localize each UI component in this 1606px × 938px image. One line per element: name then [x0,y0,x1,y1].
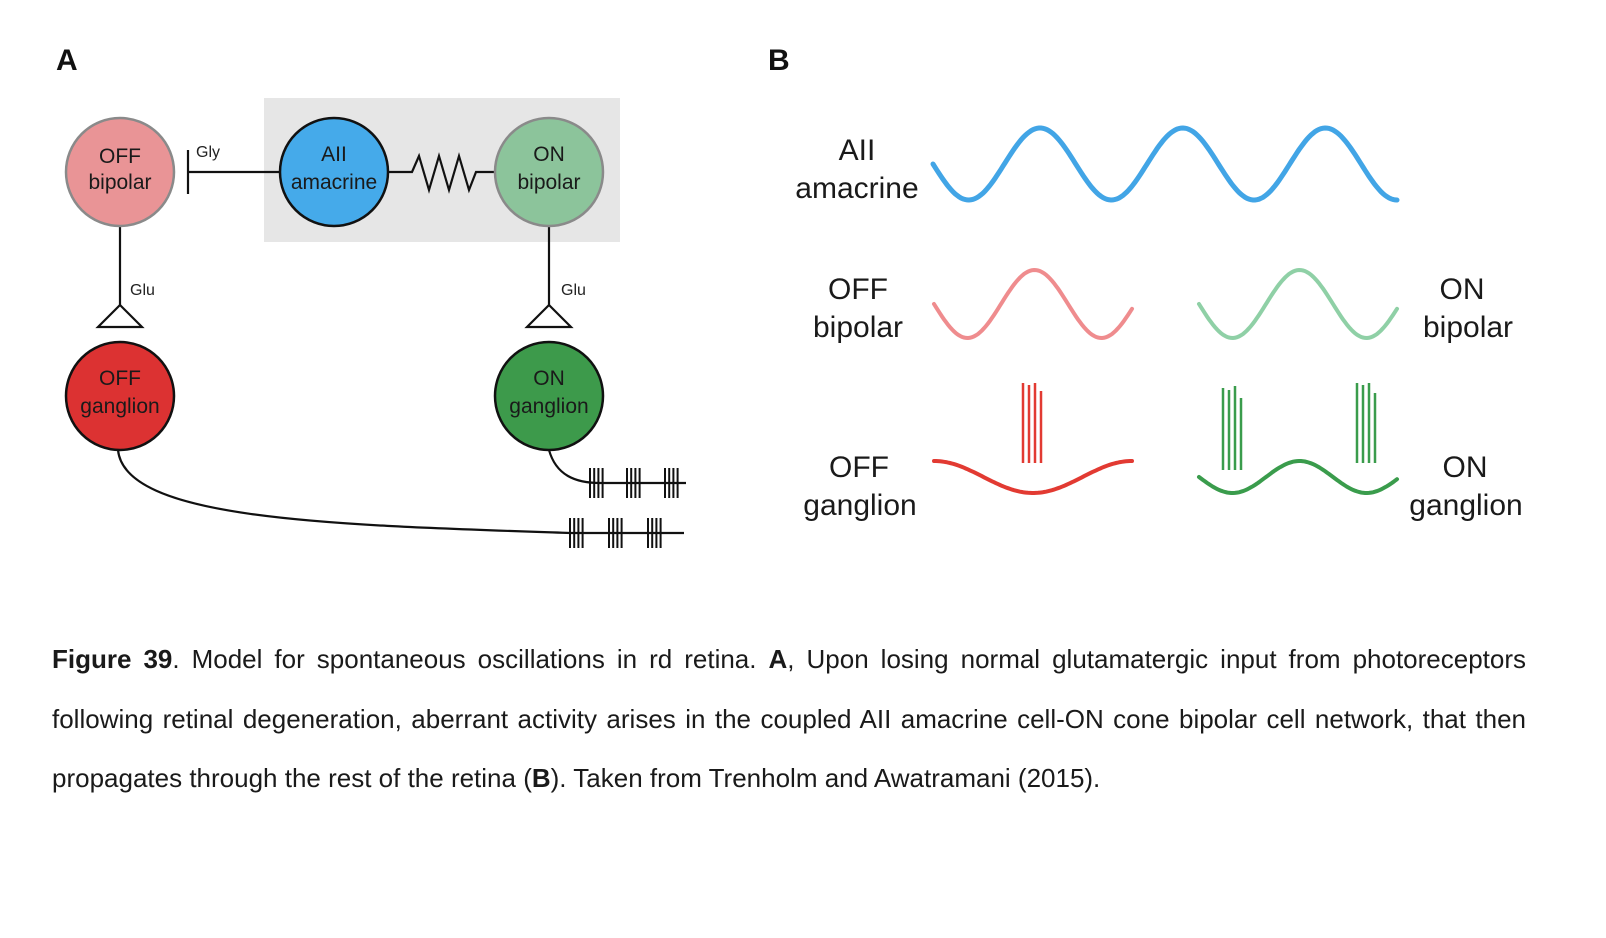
on-bipolar-trace-label-1: ON [1440,273,1485,306]
aii-amacrine-trace [930,125,1400,203]
svg-text:ON: ON [533,367,565,390]
on-ganglion-trace-label-1: ON [1443,451,1488,484]
on-bipolar-trace [1197,267,1399,341]
figure-number: Figure 39 [52,644,173,674]
spike-trains [569,468,679,548]
off-ganglion-axon [116,449,684,535]
caption-panel-b-ref: B [531,763,551,793]
on-glu-synapse [524,303,574,329]
on-glu-label: Glu [561,282,586,299]
svg-text:amacrine: amacrine [291,171,377,194]
caption-text-3: ). Taken from Trenholm and Awatramani (2… [550,763,1101,793]
off-ganglion-trace-label-2: ganglion [803,489,916,522]
on-bipolar-cell: ON bipolar [493,116,605,228]
off-ganglion-cell: OFF ganglion [64,340,176,452]
on-ganglion-trace [1197,459,1399,495]
aii-amacrine-cell: AII amacrine [278,116,390,228]
figure-caption: Figure 39. Model for spontaneous oscilla… [52,630,1526,809]
figure: A Gly Glu Glu OFF bipolar AII amacrine O… [56,44,1523,548]
off-bipolar-trace-label-2: bipolar [813,311,903,344]
on-ganglion-spikes [1221,383,1377,470]
svg-text:OFF: OFF [99,145,141,168]
off-bipolar-cell: OFF bipolar [64,116,176,228]
on-bipolar-trace-label-2: bipolar [1423,311,1513,344]
svg-text:bipolar: bipolar [517,171,580,194]
caption-panel-a-ref: A [768,644,788,674]
off-ganglion-spikes [1021,383,1043,463]
aii-trace-label-1: AII [839,134,876,167]
svg-text:ganglion: ganglion [80,395,159,418]
svg-text:AII: AII [321,143,347,166]
on-ganglion-trace-label-2: ganglion [1409,489,1522,522]
svg-text:ON: ON [533,143,565,166]
off-ganglion-trace [932,459,1134,495]
caption-text-2: , Upon losing normal glutamatergic input… [52,644,1527,793]
off-bipolar-trace-label-1: OFF [828,273,888,306]
panel-b-letter: B [768,44,790,77]
caption-text-1: . Model for spontaneous oscillations in … [172,644,769,674]
off-ganglion-trace-label-1: OFF [829,451,889,484]
svg-text:OFF: OFF [99,367,141,390]
gly-label: Gly [196,144,220,161]
svg-text:ganglion: ganglion [509,395,588,418]
gap-junction-resistor [388,152,497,194]
panel-a-letter: A [56,44,78,77]
on-ganglion-cell: ON ganglion [493,340,605,452]
aii-trace-label-2: amacrine [795,172,918,205]
off-bipolar-trace [932,267,1134,341]
off-glu-label: Glu [130,282,155,299]
on-ganglion-axon [547,449,686,485]
off-glu-synapse [95,303,145,329]
svg-text:bipolar: bipolar [88,171,151,194]
